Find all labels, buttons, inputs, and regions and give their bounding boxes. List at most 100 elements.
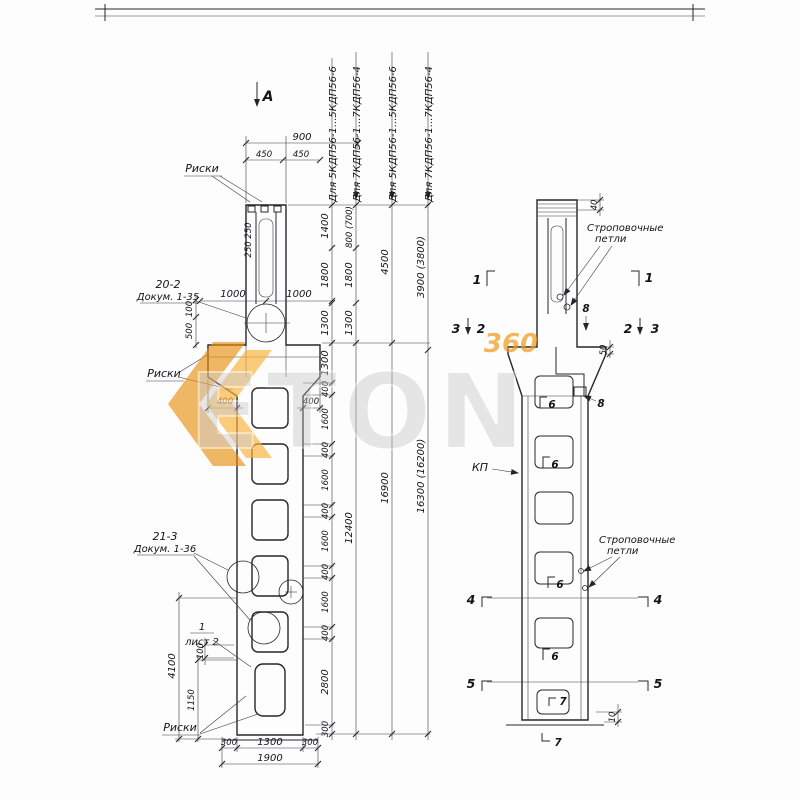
dim-1300: 1300 — [344, 310, 355, 335]
doc-ref-doc: Докум. 1-35 — [136, 292, 200, 303]
dim-450: 450 — [256, 150, 272, 160]
dim-12400: 12400 — [344, 512, 355, 544]
dim-2800: 2800 — [320, 669, 331, 694]
watermark-logo-chevron-inner — [206, 350, 272, 458]
section-mark-3: 3 — [651, 321, 660, 336]
dim-4100: 4100 — [167, 653, 178, 678]
dim-1600: 1600 — [321, 530, 331, 552]
doc-ref-code: 20-2 — [156, 278, 181, 291]
section-mark-1: 1 — [473, 272, 482, 287]
watermark-brand: ETON — [189, 351, 530, 473]
dim-250-250: 250 250 — [244, 222, 254, 257]
side-opening — [534, 491, 574, 525]
dim-400: 400 — [321, 442, 331, 458]
dim-1400: 1400 — [320, 213, 331, 238]
kp-label: КП — [472, 461, 488, 474]
dim-3900-3800: 3900 (3800) — [416, 236, 427, 298]
dim-300: 300 — [302, 738, 318, 748]
dim-1800: 1800 — [344, 262, 355, 287]
side-opening — [536, 689, 570, 715]
lifting-loop — [556, 293, 564, 301]
lifting-loop — [563, 303, 571, 311]
column-opening — [254, 663, 286, 717]
section-mark-1: 1 — [645, 270, 654, 285]
side-view — [487, 199, 638, 726]
neck-slot — [258, 218, 274, 298]
side-opening — [534, 375, 574, 409]
view-mark-7: 7 — [559, 696, 567, 708]
corbel-step — [555, 347, 585, 396]
front-view-annotations: Риски Риски Риски 20-2 Докум. 1-35 21-3 … — [133, 162, 263, 736]
dim-100: 100 — [185, 301, 195, 317]
section-mark-4: 4 — [653, 592, 663, 607]
column-opening — [251, 387, 289, 429]
dim-400: 400 — [321, 625, 331, 641]
dim-1300: 1300 — [320, 310, 331, 335]
section-mark-2: 2 — [477, 321, 486, 336]
dim-1600: 1600 — [321, 408, 331, 430]
dim-100: 100 — [196, 643, 206, 659]
riski-label-bottom: Риски — [163, 721, 197, 734]
dim-500: 500 — [185, 323, 195, 339]
dim-1150: 1150 — [187, 689, 197, 711]
dim-1800: 1800 — [320, 262, 331, 287]
watermark: ETON 360 — [168, 329, 538, 474]
dim-1600: 1600 — [321, 591, 331, 613]
section-mark-3: 3 — [452, 321, 461, 336]
sling-label-line1: Строповочные — [587, 223, 663, 234]
sheet-ref-top: 1 — [199, 622, 205, 633]
dim-400: 400 — [321, 564, 331, 580]
section-mark-5: 5 — [467, 676, 476, 691]
view-mark-6: 6 — [551, 651, 558, 663]
section-mark-4: 4 — [466, 592, 476, 607]
loop-plate — [260, 205, 269, 213]
dim-400: 400 — [303, 397, 319, 407]
column-opening — [251, 443, 289, 485]
watermark-logo-chevron-outer — [168, 342, 246, 466]
side-column-outline — [507, 199, 607, 721]
doc-ref-doc: Докум. 1-36 — [133, 544, 197, 555]
dim-50: 50 — [599, 345, 609, 356]
series-header: Для 7КДП56-1...7КДП56-4 — [424, 66, 435, 203]
column-opening — [251, 499, 289, 541]
series-header: Для 5КДП56-1...5КДП56-6 — [388, 66, 399, 203]
detail-callout-circle — [247, 611, 281, 645]
sling-label-line2: петли — [607, 546, 639, 557]
side-opening — [534, 617, 574, 649]
detail-callout-circle — [278, 579, 304, 605]
dim-900: 900 — [292, 132, 311, 143]
dim-ticks — [328, 201, 336, 738]
dim-1300: 1300 — [257, 737, 282, 748]
series-header: Для 7КДП56-1...7КДП56-4 — [352, 66, 363, 203]
doc-ref-code: 21-3 — [153, 530, 178, 543]
side-opening — [534, 551, 574, 585]
dim-400: 400 — [321, 503, 331, 519]
dim-1600: 1600 — [321, 469, 331, 491]
dim-16900: 16900 — [380, 472, 391, 504]
watermark-badge: 360 — [484, 329, 538, 359]
side-opening — [534, 435, 574, 469]
column-opening — [251, 611, 289, 653]
riski-label-mid: Риски — [147, 367, 181, 380]
sheet-ref-bottom: лист 2 — [184, 637, 219, 648]
series-header: Для 5КДП56-1...5КДП56-6 — [328, 66, 339, 203]
dim-10: 10 — [608, 712, 618, 723]
view-arrow-label: А — [262, 89, 274, 105]
section-mark-8: 8 — [582, 303, 589, 315]
sling-label-line1: Строповочные — [599, 535, 675, 546]
view-mark-6: 6 — [548, 399, 555, 411]
dim-450: 450 — [293, 150, 309, 160]
riski-label-top: Риски — [185, 162, 219, 175]
column-opening — [251, 555, 289, 597]
dim-4500: 4500 — [380, 249, 391, 274]
view-mark-6: 6 — [551, 459, 558, 471]
dim-1000: 1000 — [286, 289, 311, 300]
loop-plate — [247, 205, 256, 213]
dim-400: 400 — [321, 381, 331, 397]
sling-label-line2: петли — [595, 234, 627, 245]
dim-1300: 1300 — [320, 350, 331, 375]
side-view-annotations: Строповочные петли Строповочные петли КП… — [452, 193, 675, 749]
section-mark-5: 5 — [654, 676, 663, 691]
